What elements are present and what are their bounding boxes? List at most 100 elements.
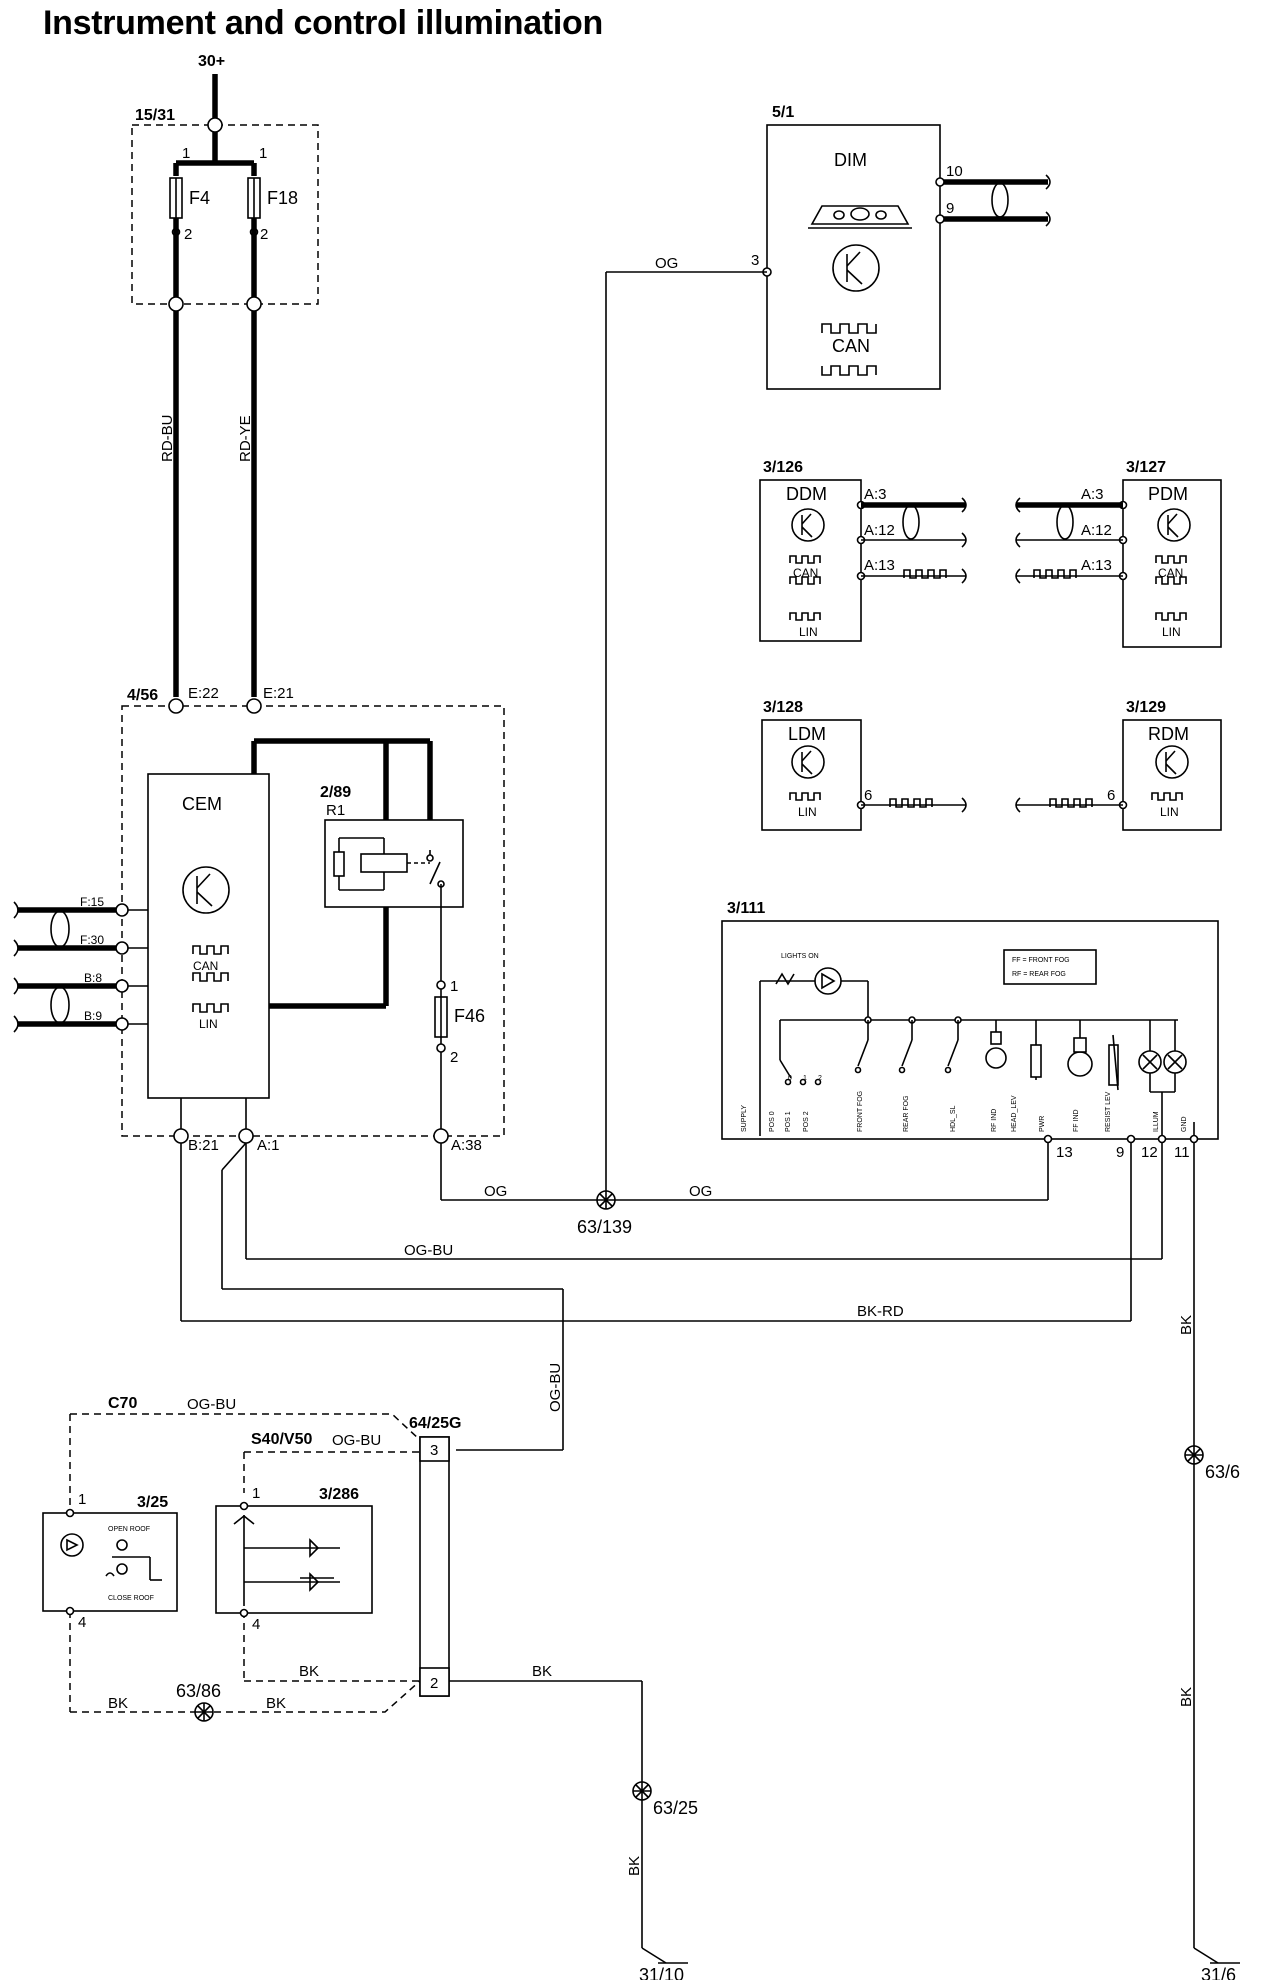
svg-text:LDM: LDM <box>788 724 826 744</box>
relay-name: R1 <box>326 802 345 819</box>
wire-bk-s40: BK <box>299 1663 319 1680</box>
rdm-module: 3/129 RDM LIN 6 <box>1015 699 1222 831</box>
svg-text:A:12: A:12 <box>864 522 895 539</box>
svg-text:6: 6 <box>1107 787 1115 804</box>
svg-text:10: 10 <box>946 163 963 180</box>
svg-text:3/25: 3/25 <box>137 1494 168 1511</box>
svg-text:ILLUM: ILLUM <box>1153 1111 1160 1132</box>
fuse-f4: F4 <box>169 177 210 219</box>
svg-text:3/111: 3/111 <box>727 900 765 917</box>
ldm-module: 3/128 LDM LIN 6 <box>761 699 967 831</box>
splice-63-86: 63/86 <box>176 1681 221 1722</box>
svg-text:F4: F4 <box>189 188 210 208</box>
svg-text:DDM: DDM <box>786 484 827 504</box>
cem-pin-b21: B:21 <box>188 1137 219 1154</box>
can-bus-icon <box>192 945 229 982</box>
roof-switch-3-25: 3/25 1 4 OPEN ROOF CLOSE ROOF <box>42 1491 178 1631</box>
svg-text:4: 4 <box>252 1616 260 1633</box>
can-bus-icon-2 <box>821 365 877 376</box>
connector-64-25g: 64/25G 3 2 <box>409 1415 461 1697</box>
svg-text:3/126: 3/126 <box>763 459 803 476</box>
svg-text:LIN: LIN <box>1162 625 1181 639</box>
relay-id: 2/89 <box>320 784 351 801</box>
svg-text:CAN: CAN <box>1158 566 1183 580</box>
fuse-f18-pin2: 2 <box>260 226 268 243</box>
svg-text:2: 2 <box>450 1049 458 1066</box>
cem-pin-a38: A:38 <box>451 1137 482 1154</box>
wire-bk-label-2: BK <box>1178 1687 1195 1707</box>
svg-text:FRONT FOG: FRONT FOG <box>857 1091 864 1132</box>
svg-text:3: 3 <box>751 252 759 269</box>
svg-text:CLOSE ROOF: CLOSE ROOF <box>108 1595 154 1602</box>
svg-text:1: 1 <box>450 978 458 995</box>
transistor-icon <box>832 244 880 292</box>
svg-text:RESIST LEV: RESIST LEV <box>1105 1091 1112 1132</box>
relay-2-89: 2/89 R1 <box>320 784 464 908</box>
can-bus-icon <box>821 323 877 334</box>
svg-text:LIGHTS ON: LIGHTS ON <box>781 953 819 960</box>
cem-left-pins: F:15 F:30 B:8 B:9 <box>13 895 148 1033</box>
wire-bk-label-1: BK <box>1178 1315 1195 1335</box>
svg-text:63/139: 63/139 <box>577 1217 632 1237</box>
svg-text:1: 1 <box>78 1491 86 1508</box>
svg-text:B:9: B:9 <box>84 1009 102 1023</box>
wire-og-bu-c70: OG-BU <box>187 1396 236 1413</box>
svg-text:A:13: A:13 <box>1081 557 1112 574</box>
cem-pin-e22: E:22 <box>188 685 219 702</box>
ddm-module: 3/126 DDM CAN LIN A:3 A:12 A:13 <box>759 459 967 642</box>
svg-text:S40/V50: S40/V50 <box>251 1431 312 1448</box>
ground-31-10: 31/10 <box>639 1947 688 1980</box>
svg-text:OPEN ROOF: OPEN ROOF <box>108 1526 150 1533</box>
fuse-f4-pin2: 2 <box>184 226 192 243</box>
cem-name: CEM <box>182 794 222 814</box>
wire-og-label-2: OG <box>689 1183 712 1200</box>
svg-text:1: 1 <box>803 1075 807 1082</box>
svg-text:2: 2 <box>818 1075 822 1082</box>
svg-text:6: 6 <box>864 787 872 804</box>
variant-c70: C70 OG-BU BK BK <box>69 1395 421 1713</box>
splice-63-25: 63/25 <box>632 1781 698 1818</box>
svg-text:A:3: A:3 <box>1081 486 1104 503</box>
svg-text:12: 12 <box>1141 1144 1158 1161</box>
dim-can-label: CAN <box>832 336 870 356</box>
svg-text:HDL_SL: HDL_SL <box>950 1105 957 1132</box>
svg-text:3/127: 3/127 <box>1126 459 1166 476</box>
svg-text:63/25: 63/25 <box>653 1798 698 1818</box>
lin-bus-icon <box>192 1003 229 1013</box>
fuse-f46: F46 1 2 <box>434 978 485 1066</box>
wire-og-bu-s40: OG-BU <box>332 1432 381 1449</box>
svg-text:F:15: F:15 <box>80 895 104 909</box>
svg-text:64/25G: 64/25G <box>409 1415 461 1432</box>
svg-text:POS 0: POS 0 <box>769 1111 776 1132</box>
fusebox-id: 15/31 <box>135 107 175 124</box>
fuse-f4-pin1: 1 <box>182 145 190 162</box>
wire-og-bu-vertical: OG-BU <box>547 1363 564 1412</box>
cem-pin-e21: E:21 <box>263 685 294 702</box>
cem-lin-label: LIN <box>199 1017 218 1031</box>
wire-og-label-1: OG <box>484 1183 507 1200</box>
svg-text:3: 3 <box>430 1442 438 1459</box>
svg-text:LIN: LIN <box>1160 805 1179 819</box>
wire-og-bu-label: OG-BU <box>404 1242 453 1259</box>
cem-id: 4/56 <box>127 687 158 704</box>
svg-text:3/286: 3/286 <box>319 1486 359 1503</box>
ground-31-6: 31/6 <box>1193 1947 1240 1980</box>
fuse-f18-pin1: 1 <box>259 145 267 162</box>
fusebox-input-node <box>207 117 223 133</box>
svg-text:9: 9 <box>946 200 954 217</box>
svg-text:PDM: PDM <box>1148 484 1188 504</box>
switch-contacts: 0 1 2 <box>779 1020 959 1086</box>
svg-text:A:3: A:3 <box>864 486 887 503</box>
cem-pin-a1: A:1 <box>257 1137 280 1154</box>
transistor-icon <box>182 866 230 914</box>
cem-module: 4/56 E:22 E:21 CEM CAN LIN <box>13 685 505 1154</box>
svg-text:FF IND: FF IND <box>1073 1109 1080 1132</box>
svg-text:9: 9 <box>1116 1144 1124 1161</box>
svg-text:REAR FOG: REAR FOG <box>903 1095 910 1132</box>
variant-s40-v50: S40/V50 OG-BU BK <box>243 1431 420 1682</box>
svg-text:LIN: LIN <box>799 625 818 639</box>
dim-name: DIM <box>834 150 867 170</box>
svg-text:F46: F46 <box>454 1006 485 1026</box>
module-3-286: 3/286 1 4 <box>215 1485 373 1633</box>
